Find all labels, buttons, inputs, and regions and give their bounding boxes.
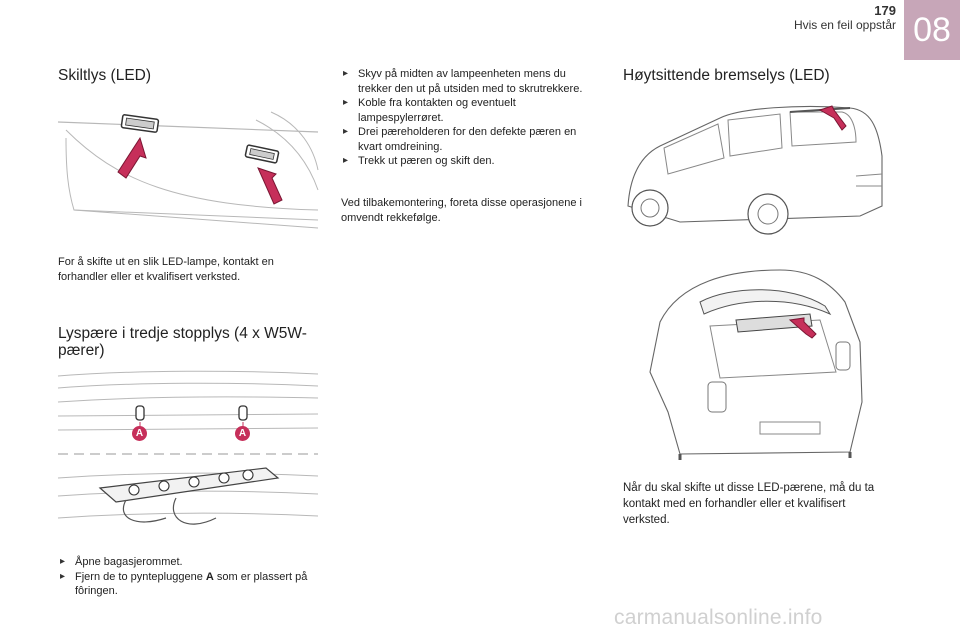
license-light-illustration <box>57 111 319 229</box>
list-item: Drei pæreholderen for den defekte pæren … <box>341 125 593 154</box>
car-rear-side-illustration <box>627 105 883 235</box>
high-brake-light-text: Når du skal skifte ut disse LED-pærene, … <box>623 482 875 526</box>
key-label: A <box>205 570 214 583</box>
callout-a-right: A <box>235 426 250 441</box>
refit-text: Ved tilbakemontering, foreta disse opera… <box>341 197 582 224</box>
callout-a-left: A <box>132 426 147 441</box>
license-light-text: For å skifte ut en slik LED-lampe, konta… <box>58 256 274 283</box>
list-item: Åpne bagasjerommet. <box>58 555 320 570</box>
chapter-tab: 08 <box>904 0 960 60</box>
watermark: carmanualsonline.info <box>614 606 823 629</box>
list-item: Koble fra kontakten og eventuelt lampesp… <box>341 96 593 125</box>
step-text: som er plassert på fôringen. <box>75 570 308 598</box>
chapter-title: Hvis en feil oppstår <box>793 18 896 32</box>
list-item: Fjern de to pyntepluggene A som er plass… <box>58 570 320 599</box>
third-brake-light-steps: Åpne bagasjerommet. Fjern de to pynteplu… <box>58 555 320 599</box>
list-item: Trekk ut pæren og skift den. <box>341 154 593 169</box>
section-title-third-brake-light: Lyspære i tredje stopplys (4 x W5W-pærer… <box>58 325 307 359</box>
third-brake-light-illustration <box>57 370 319 525</box>
step-text: Fjern de to pyntepluggene <box>75 570 206 583</box>
page-number: 179 <box>874 3 896 18</box>
list-item: Skyv på midten av lampeenheten mens du t… <box>341 67 593 96</box>
chapter-number: 08 <box>913 10 951 49</box>
lamp-unit-steps: Skyv på midten av lampeenheten mens du t… <box>341 67 593 169</box>
section-title-high-brake-light: Høytsittende bremselys (LED) <box>623 67 830 84</box>
section-title-license-light: Skiltlys (LED) <box>58 67 152 84</box>
car-rear-illustration <box>649 269 863 460</box>
